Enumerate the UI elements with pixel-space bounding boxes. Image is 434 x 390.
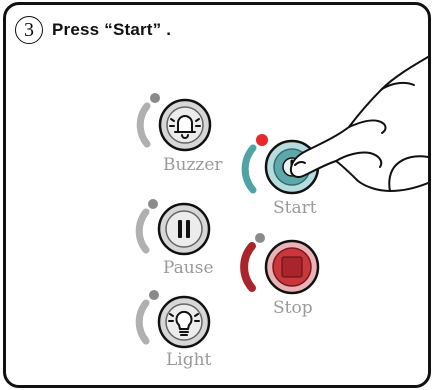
buzzer-indicator-light (150, 93, 160, 103)
start-label: Start (273, 198, 317, 218)
buzzer-label: Buzzer (163, 155, 223, 175)
stop-label: Stop (273, 298, 313, 318)
pause-button[interactable] (139, 199, 209, 254)
stop-square-icon (282, 257, 302, 277)
pause-label: Pause (163, 258, 214, 278)
stop-indicator-light (255, 233, 265, 243)
start-ring-arc (245, 148, 253, 190)
instruction-panel: 3 Press “Start” . (3, 2, 431, 388)
stop-button[interactable] (244, 233, 318, 293)
buzzer-button[interactable] (140, 93, 210, 150)
control-panel-illustration (6, 5, 428, 385)
light-label: Light (166, 350, 211, 370)
pause-indicator-light (148, 199, 158, 209)
light-button[interactable] (139, 290, 209, 347)
stop-ring-arc (244, 246, 252, 288)
start-indicator-light (256, 134, 268, 146)
light-indicator-light (149, 290, 159, 300)
buzzer-ring-arc (140, 106, 147, 144)
pause-ring-arc (139, 212, 146, 250)
pause-button-face (166, 211, 202, 247)
light-ring-arc (139, 303, 146, 341)
pressing-hand-illustration (291, 57, 428, 191)
